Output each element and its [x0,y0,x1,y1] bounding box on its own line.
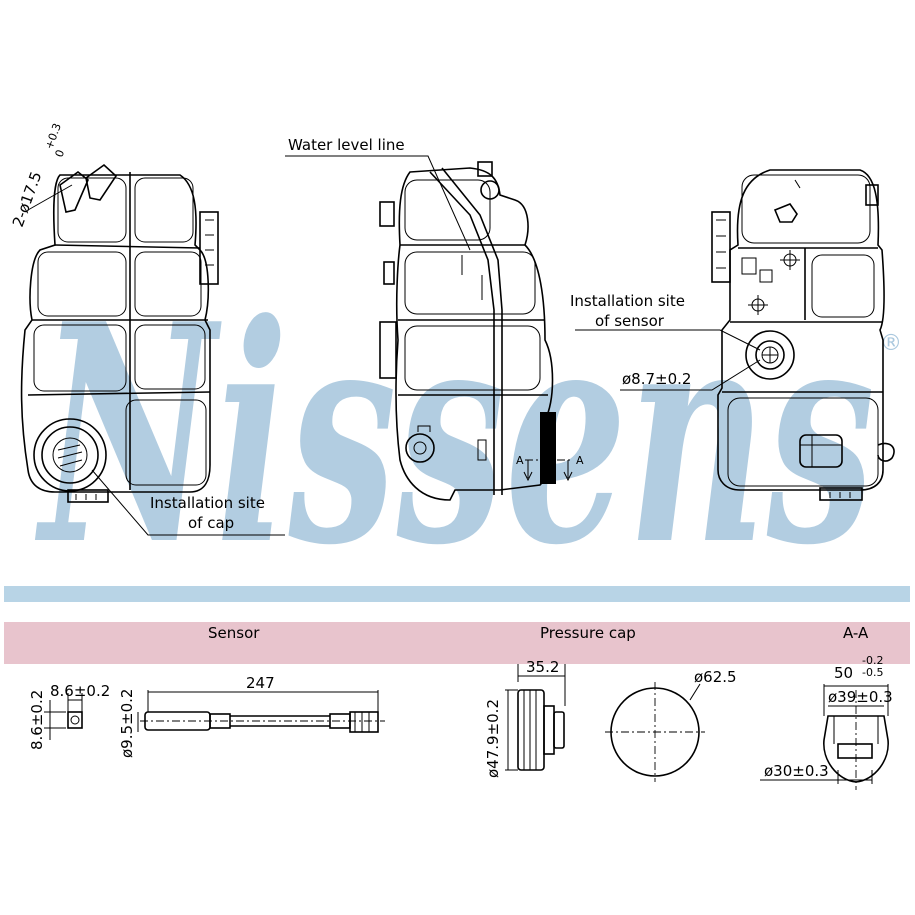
section-view: 50 -0.2 -0.5 ø39±0.3 ø30±0.3 [760,654,893,790]
water-level-label: Water level line [288,136,405,154]
tank-front-view [20,163,219,503]
legend-band [4,622,910,664]
cap-site-callout: Installation site of cap [91,469,285,536]
section-width-label: 50 [834,664,853,682]
sensor-site-circle [745,330,795,380]
sensor-dia-label-2: ø9.5±0.2 [118,689,136,758]
band-section-label: A-A [843,624,869,642]
cap-side-view: 35.2 ø47.9±0.2 [484,658,566,778]
tank-side-view [379,161,556,501]
cap-site-label-1: Installation site [150,494,265,512]
sensor-site-label-1: Installation site [570,292,685,310]
cap-site-circle [33,418,107,492]
port-tol-upper: +0.3 [43,121,64,151]
sensor-site-label-2: of sensor [595,312,665,330]
section-tol-lower: -0.5 [862,666,883,679]
sensor-height-label: 8.6±0.2 [28,690,46,750]
sensor-site-callout: Installation site of sensor ø8.7±0.2 [570,292,761,391]
divider-band [4,586,910,602]
tank-rear-view [711,169,895,501]
cap-height-label: ø47.9±0.2 [484,699,502,778]
cap-depth-label: 35.2 [526,658,559,676]
section-label-right: A [576,454,584,467]
watermark-text: Nissens [34,258,875,611]
sensor-end-view: 8.6±0.2 8.6±0.2 [28,682,110,750]
cap-top-view: ø62.5 [605,668,737,782]
section-inner-label: ø39±0.3 [828,688,893,706]
water-level-callout: Water level line [285,136,471,251]
section-bottom-label: ø30±0.3 [764,762,829,780]
section-tol-upper: -0.2 [862,654,883,667]
sensor-dia-label: ø8.7±0.2 [622,370,691,388]
section-marker: A A [516,454,584,482]
port-dia-label: 2-ø17.5 [9,169,46,229]
band-cap-label: Pressure cap [540,624,636,642]
cap-dia-label: ø62.5 [694,668,737,686]
sensor-width-label: 8.6±0.2 [50,682,110,700]
port-tol-lower: 0 [53,148,68,159]
registered-mark: ® [880,331,902,356]
watermark: Nissens ® [34,258,902,611]
section-label-left: A [516,454,524,467]
band-sensor-label: Sensor [208,624,260,642]
sensor-length-label: 247 [246,674,275,692]
sensor-side-view: 247 ø9.5±0.2 [118,674,385,758]
cap-site-label-2: of cap [188,514,234,532]
